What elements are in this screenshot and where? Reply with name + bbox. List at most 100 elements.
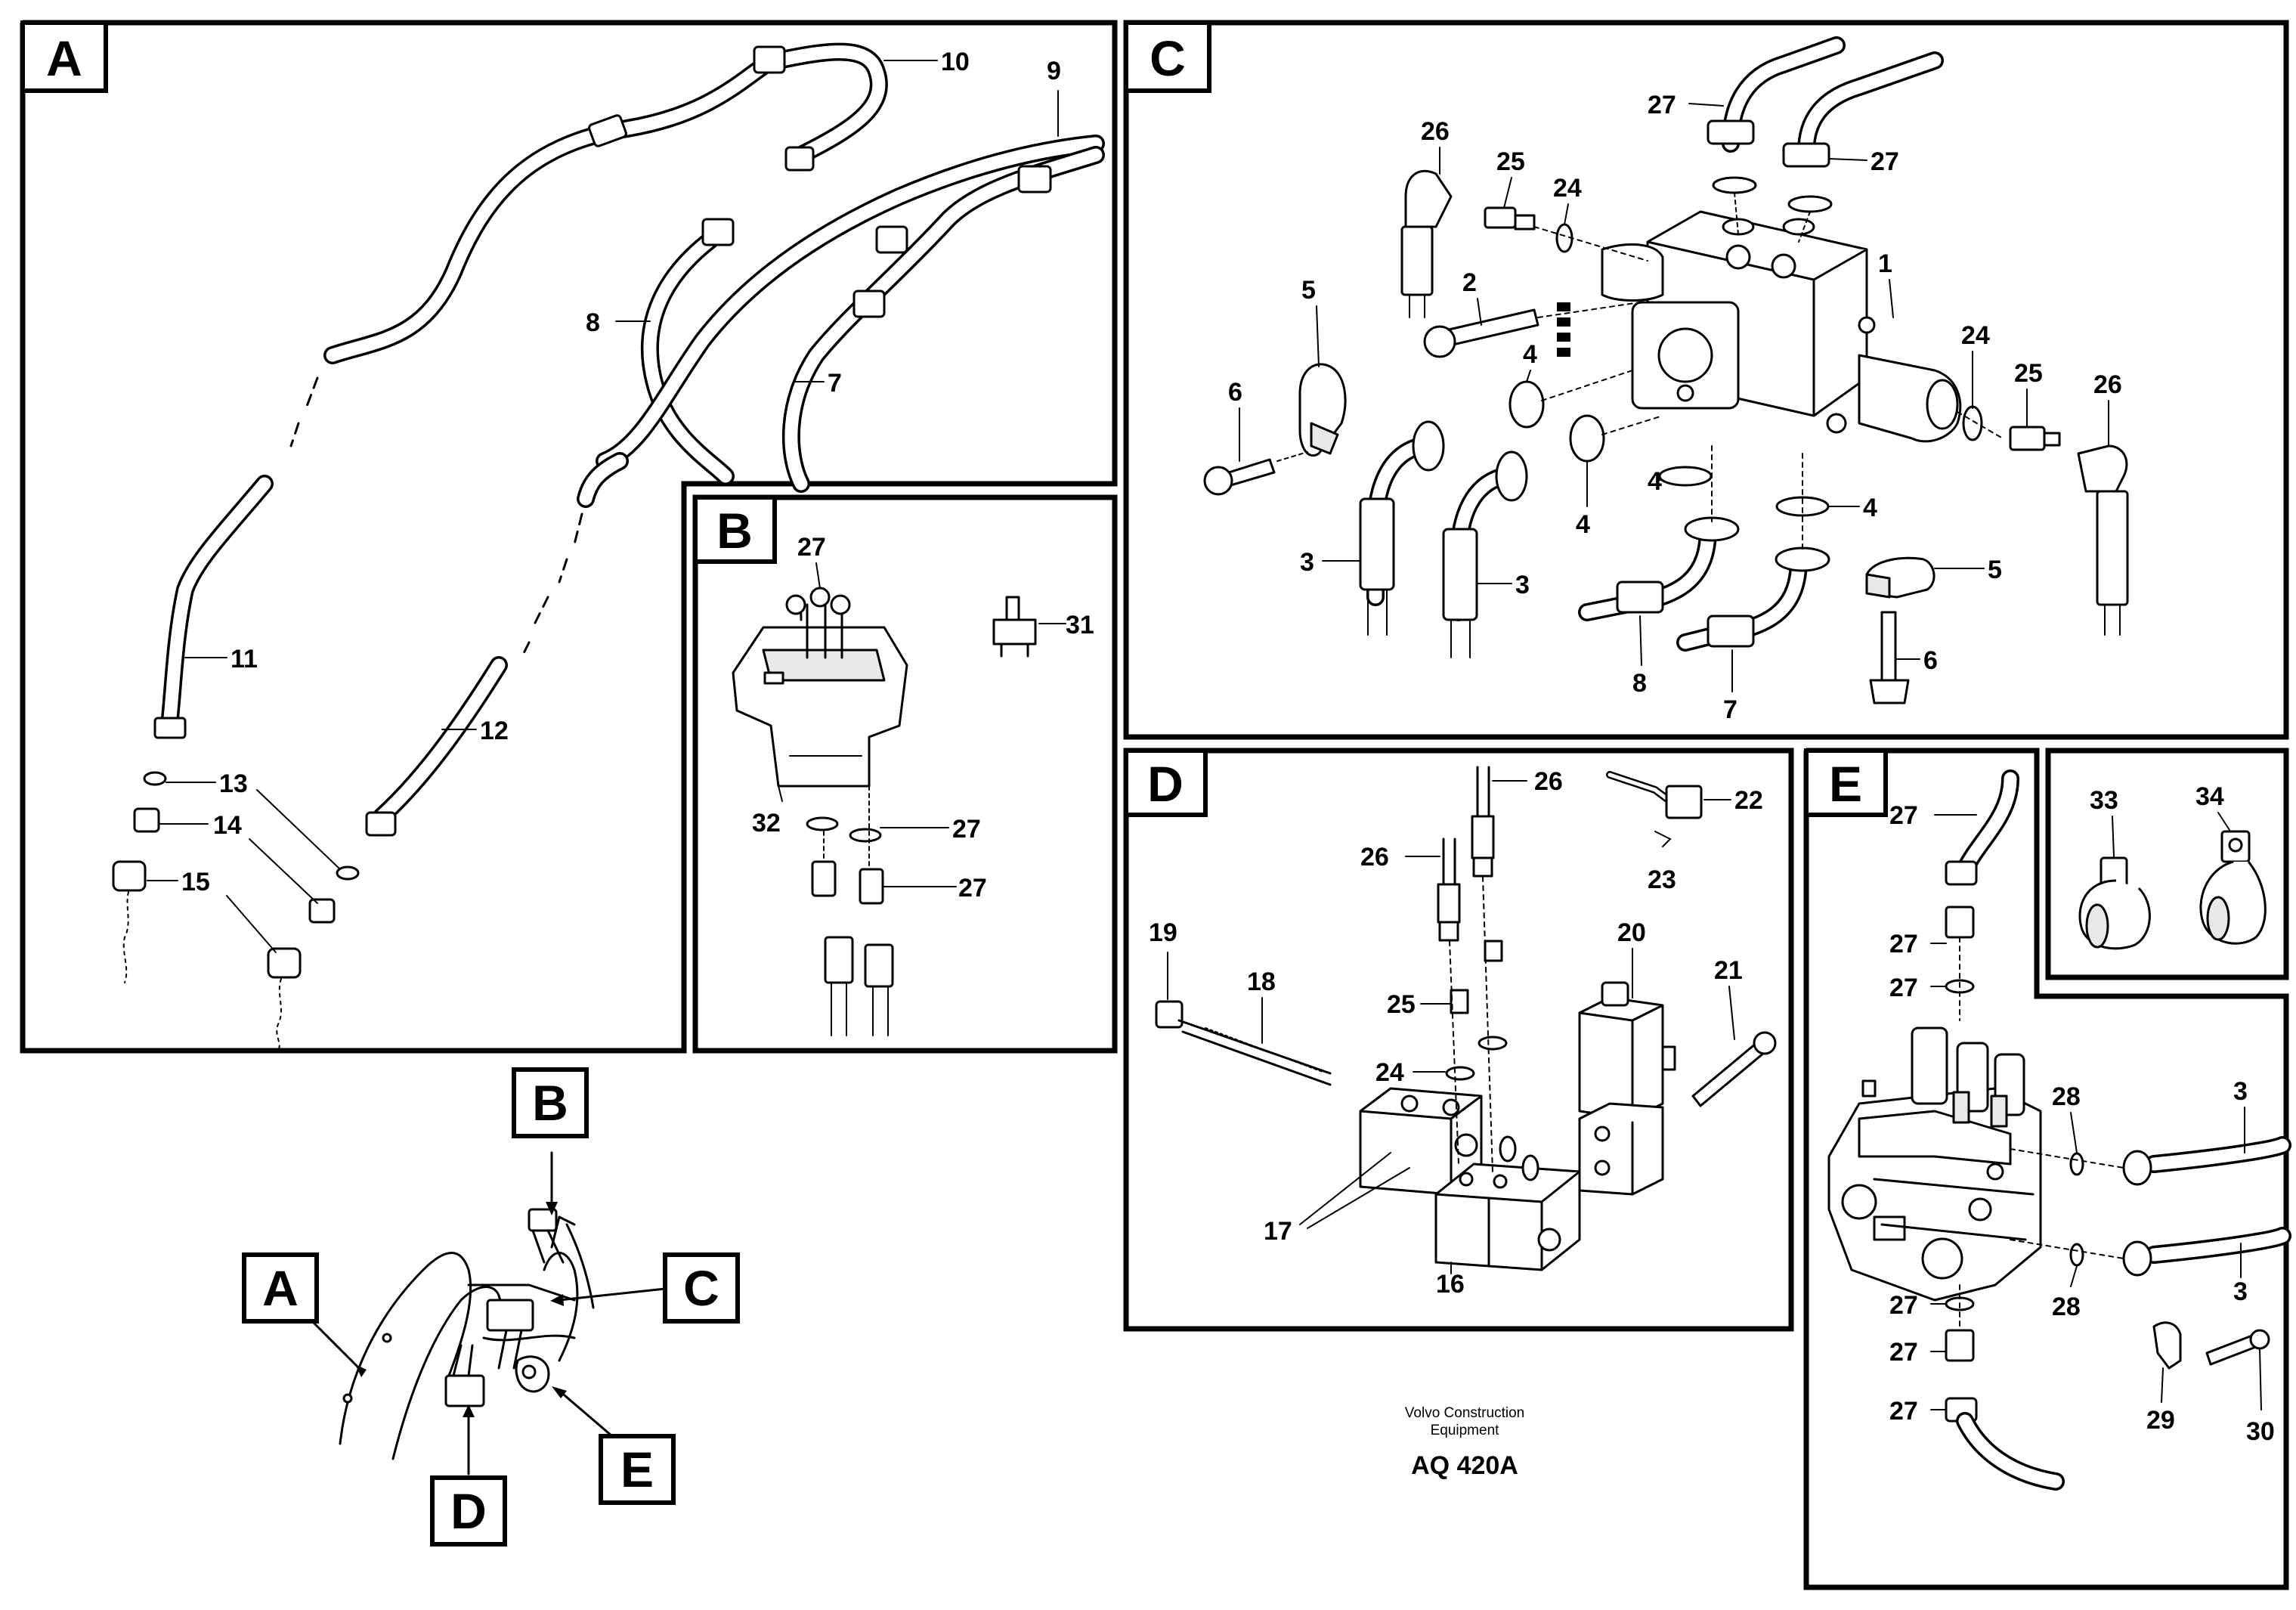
callout-c-6-left: 6 — [1228, 378, 1242, 407]
panel-d-callouts: 26 22 26 23 19 18 20 21 25 24 17 16 — [1149, 767, 1763, 1299]
overview-letter-a: A — [262, 1260, 299, 1316]
callout-e-3-top: 3 — [2233, 1077, 2248, 1106]
fitting-c-left-top — [1400, 169, 1648, 318]
footer-company-line1: Volvo Construction — [1405, 1405, 1524, 1421]
callout-d-24: 24 — [1375, 1058, 1404, 1087]
panel-c-callouts: 27 27 26 25 24 2 1 5 4 6 24 25 26 — [1228, 91, 2122, 724]
connector-22 — [1606, 771, 1703, 847]
callout-b-32: 32 — [752, 809, 781, 838]
callout-c-4-a: 4 — [1523, 340, 1537, 369]
clamp-34 — [2199, 830, 2267, 945]
callout-e-28-top: 28 — [2052, 1082, 2081, 1111]
panel-b-callouts: 27 31 32 27 27 — [752, 533, 1094, 903]
panel-a-letter-box — [20, 20, 108, 93]
panel-e: E — [1803, 748, 2291, 1590]
callout-b-31: 31 — [1066, 611, 1094, 639]
panel-d: D — [1123, 748, 1794, 1332]
panel-a-callouts: 10 9 8 7 11 12 13 14 15 — [147, 48, 1061, 953]
hoses-c-bottom — [1578, 445, 1830, 652]
callout-c-24-right: 24 — [1961, 321, 1990, 350]
hose-9 — [558, 135, 1105, 584]
fittings-left — [112, 771, 360, 1051]
callout-a-15: 15 — [181, 868, 210, 896]
callout-a-8: 8 — [586, 308, 600, 337]
callout-b-27-mid: 27 — [952, 815, 981, 844]
overview-leaders — [308, 1151, 667, 1475]
overview-label-a: A — [242, 1252, 319, 1324]
clamp-5-right — [1865, 556, 1936, 704]
callout-c-26: 26 — [1421, 117, 1450, 146]
callout-c-3-left: 3 — [1300, 548, 1314, 577]
panel-c-letter: C — [1150, 30, 1186, 86]
clamp-5-left — [1203, 363, 1347, 496]
callout-c-24-top: 24 — [1553, 174, 1582, 203]
callout-a-11: 11 — [231, 645, 258, 673]
callout-d-21: 21 — [1714, 956, 1743, 985]
overview-letter-b: B — [532, 1075, 568, 1131]
callout-e-29: 29 — [2146, 1406, 2175, 1435]
footer-drawing-code: AQ 420A — [1411, 1451, 1518, 1480]
callout-e-27-f: 27 — [1889, 1397, 1918, 1426]
overview-label-e: E — [599, 1434, 676, 1505]
callout-d-25: 25 — [1387, 990, 1416, 1019]
panel-a: A — [20, 20, 1118, 1054]
clamp-29-bolt-30 — [2152, 1321, 2270, 1370]
callout-d-16: 16 — [1436, 1270, 1465, 1299]
callout-f-33: 33 — [2090, 786, 2118, 815]
callout-c-4-d: 4 — [1863, 494, 1877, 522]
hoses-e — [1945, 769, 2291, 1491]
panel-a-letter: A — [46, 30, 82, 86]
overview-label-b: B — [512, 1067, 589, 1138]
callout-d-26-top: 26 — [1534, 767, 1563, 796]
callout-d-19: 19 — [1149, 918, 1177, 947]
overview-letter-e: E — [620, 1441, 654, 1497]
panel-e-callouts: 27 27 27 28 3 28 3 27 27 29 30 27 — [1889, 801, 2275, 1446]
valve-block-1 — [1601, 210, 1962, 443]
hoses-b — [806, 785, 894, 1036]
panel-c: C — [1123, 20, 2289, 740]
overview-letter-d: D — [450, 1483, 487, 1539]
valve-blocks-d — [1359, 1087, 1581, 1271]
hose-10 — [753, 42, 888, 172]
hose-12 — [365, 596, 549, 837]
callout-a-14: 14 — [213, 811, 242, 840]
callout-a-10: 10 — [941, 48, 970, 76]
overview-drawing: B A C E D — [242, 1067, 740, 1547]
overview-label-d: D — [430, 1475, 507, 1547]
callout-e-27-b: 27 — [1889, 930, 1918, 958]
callout-c-5-right: 5 — [1988, 556, 2002, 584]
stack-d — [1437, 766, 1508, 1172]
bolts-d — [1155, 1000, 1777, 1107]
callout-d-17: 17 — [1264, 1217, 1292, 1246]
overview-letter-c: C — [683, 1260, 719, 1316]
callout-c-5-left: 5 — [1301, 276, 1316, 305]
callout-d-22: 22 — [1734, 786, 1763, 815]
hose-8 — [640, 218, 735, 485]
callout-d-26-mid: 26 — [1360, 843, 1389, 872]
overview-label-c: C — [663, 1252, 740, 1324]
valve-stack-e — [1827, 1026, 2042, 1302]
callout-a-12: 12 — [480, 717, 509, 745]
callout-b-27-low: 27 — [958, 874, 987, 903]
callout-a-7: 7 — [828, 369, 842, 398]
overview-machine-lines — [339, 1208, 595, 1460]
clamp-33 — [2078, 856, 2151, 950]
callout-e-30: 30 — [2246, 1417, 2275, 1446]
panel-b-letter: B — [716, 503, 753, 559]
callout-e-3-bottom: 3 — [2233, 1277, 2248, 1306]
callout-c-27-left: 27 — [1648, 91, 1676, 119]
callout-a-13: 13 — [219, 769, 248, 798]
callout-c-25-right: 25 — [2014, 359, 2043, 388]
callout-c-7: 7 — [1723, 695, 1737, 724]
callout-c-2: 2 — [1462, 268, 1477, 297]
callout-e-27-e: 27 — [1889, 1338, 1918, 1367]
panel-clamps-callouts: 33 34 — [2090, 782, 2230, 857]
panel-e-letter: E — [1829, 756, 1862, 812]
callout-e-28-bottom: 28 — [2052, 1293, 2081, 1321]
fitting-c-right — [1957, 405, 2129, 636]
switch-31 — [992, 596, 1037, 658]
panel-d-letter: D — [1147, 756, 1184, 812]
footer-company-line2: Equipment — [1431, 1423, 1500, 1438]
solenoid-20 — [1578, 981, 1676, 1196]
